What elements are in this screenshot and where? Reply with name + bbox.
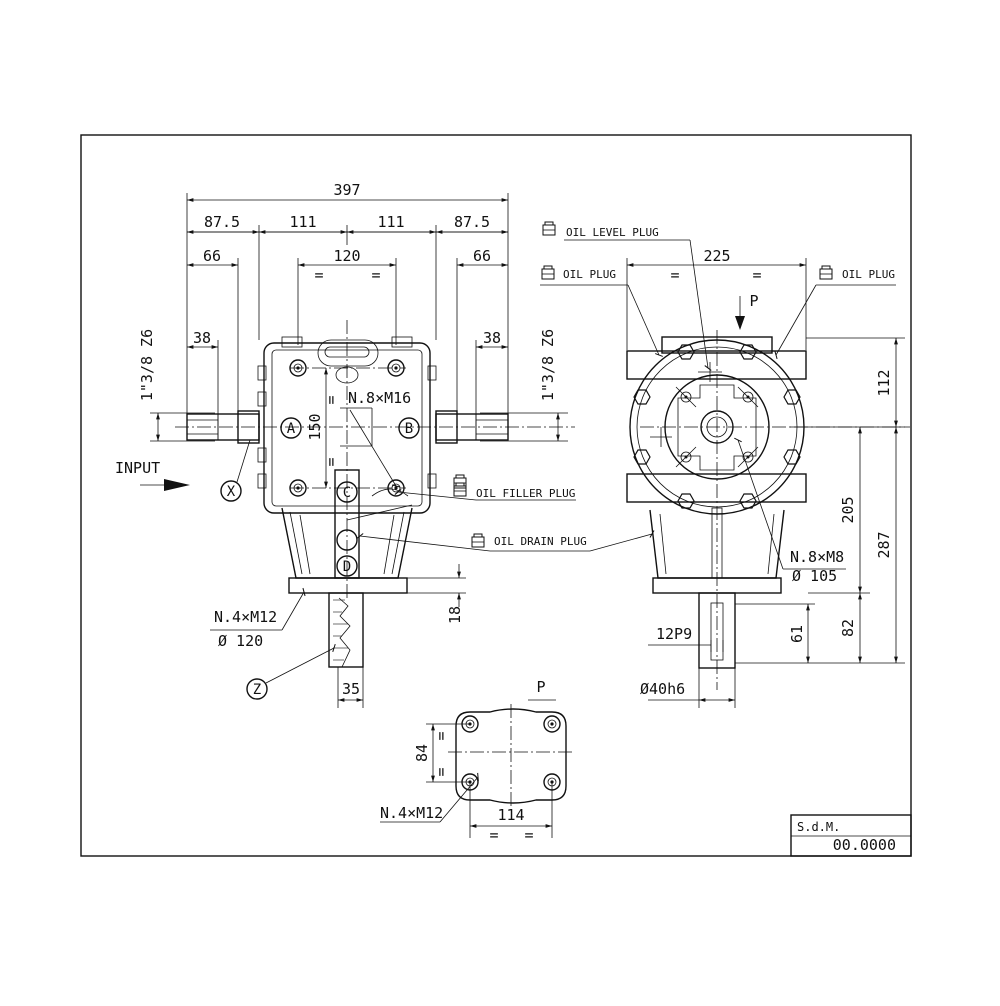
hex-bolt xyxy=(739,344,757,360)
equal-mark: = xyxy=(432,731,450,740)
side-vertical-dimensions xyxy=(735,337,905,664)
oil-drain-plug-icon xyxy=(471,533,485,548)
side-view: OIL LEVEL PLUG OIL PLUG OIL PLUG 225 = =… xyxy=(540,221,910,708)
drain-plug-circle xyxy=(336,529,358,551)
label-oil-plug-right: OIL PLUG xyxy=(842,268,895,281)
dim-left-spline-length: 38 xyxy=(193,329,211,347)
equal-mark: = xyxy=(371,266,380,284)
label-front-bolts: N.8×M16 xyxy=(348,389,411,407)
marker-z: Z xyxy=(246,678,268,700)
hex-bolt xyxy=(677,344,695,360)
hex-bolt xyxy=(783,389,801,405)
front-output-shaft xyxy=(328,592,364,708)
dim-right-spline-length: 38 xyxy=(483,329,501,347)
label-base-circle: Ø 120 xyxy=(218,632,263,650)
label-oil-filler-plug: OIL FILLER PLUG xyxy=(476,487,575,500)
dim-right-offset: 87.5 xyxy=(454,213,490,231)
dim-key-spec: 12P9 xyxy=(656,625,692,643)
dim-plate-width: 114 xyxy=(497,806,524,824)
equal-mark: = xyxy=(524,826,533,844)
dim-left-offset: 87.5 xyxy=(204,213,240,231)
equal-mark: = xyxy=(489,826,498,844)
equal-mark: = xyxy=(752,266,761,284)
dim-plate-height: 84 xyxy=(413,744,431,762)
drawing-border xyxy=(80,134,912,857)
dim-center-to-base: 205 xyxy=(839,496,857,523)
label-plate-bolts: N.4×M12 xyxy=(380,804,443,822)
marker-b: B xyxy=(398,417,420,439)
front-base-flange xyxy=(288,564,466,607)
marker-c: C xyxy=(336,481,358,503)
svg-text:X: X xyxy=(227,484,236,500)
label-input: INPUT xyxy=(115,459,160,477)
dim-right-half: 111 xyxy=(377,213,404,231)
dim-side-width: 225 xyxy=(703,247,730,265)
dim-bolt-spacing: 120 xyxy=(333,247,360,265)
label-base-bolts: N.4×M12 xyxy=(214,608,277,626)
dim-left-spline-spec: 1"3/8 Z6 xyxy=(138,329,156,401)
dim-overall-width: 397 xyxy=(333,181,360,199)
front-view: 397 87.5 111 111 87.5 120 = = 66 66 38 3… xyxy=(115,181,655,708)
svg-text:B: B xyxy=(405,421,413,437)
equal-mark: = xyxy=(314,266,323,284)
hex-bolt xyxy=(783,449,801,465)
marker-d: D xyxy=(336,555,358,577)
dim-shaft-length: 82 xyxy=(839,619,857,637)
label-oil-drain-plug: OIL DRAIN PLUG xyxy=(494,535,587,548)
oil-plug-left-icon xyxy=(541,265,555,280)
title-block-company: S.d.M. xyxy=(797,820,840,834)
oil-plug-right-icon xyxy=(819,265,833,280)
equal-mark: = xyxy=(670,266,679,284)
dim-output-shaft-width: 35 xyxy=(342,680,360,698)
dim-left-half: 111 xyxy=(289,213,316,231)
label-side-bolts: N.8×M8 xyxy=(790,548,844,566)
dim-total-height: 287 xyxy=(875,531,893,558)
svg-text:A: A xyxy=(287,421,296,437)
dim-right-spline-spec: 1"3/8 Z6 xyxy=(539,329,557,401)
dim-shaft-diameter: Ø40h6 xyxy=(640,680,685,698)
dim-base-thickness: 18 xyxy=(446,606,464,624)
oil-filler-plug-icon xyxy=(453,482,467,497)
oil-level-plug-icon xyxy=(542,221,556,236)
equal-mark: = xyxy=(322,395,340,404)
view-p-plate: P xyxy=(380,678,574,838)
plate-bolt xyxy=(543,715,561,733)
label-view-arrow: P xyxy=(749,292,758,310)
label-side-circle: Ø 105 xyxy=(792,567,837,585)
view-arrow-icon xyxy=(735,316,745,330)
dim-left-shaft-length: 66 xyxy=(203,247,221,265)
front-housing xyxy=(257,320,437,600)
svg-text:D: D xyxy=(343,559,351,575)
dim-bolt-height: 150 xyxy=(306,413,324,440)
label-view-p: P xyxy=(536,678,545,696)
label-oil-plug-left: OIL PLUG xyxy=(563,268,616,281)
side-output-shaft xyxy=(648,592,736,708)
dim-top-height: 112 xyxy=(875,369,893,396)
title-block-number: 00.0000 xyxy=(833,836,896,854)
input-arrow-icon xyxy=(164,479,190,491)
title-block: S.d.M. 00.0000 xyxy=(790,814,912,857)
equal-mark: = xyxy=(322,457,340,466)
svg-text:C: C xyxy=(343,485,351,501)
hex-bolt xyxy=(633,389,651,405)
spline-height-dimensions xyxy=(150,412,568,442)
label-oil-level-plug: OIL LEVEL PLUG xyxy=(566,226,659,239)
hex-bolt xyxy=(633,449,651,465)
side-flange-bolts xyxy=(675,386,759,468)
marker-a: A xyxy=(280,417,302,439)
equal-mark: = xyxy=(432,767,450,776)
svg-text:Z: Z xyxy=(253,682,261,698)
dim-right-shaft-length: 66 xyxy=(473,247,491,265)
dim-keyway-length: 61 xyxy=(788,625,806,643)
marker-x: X xyxy=(220,480,242,502)
